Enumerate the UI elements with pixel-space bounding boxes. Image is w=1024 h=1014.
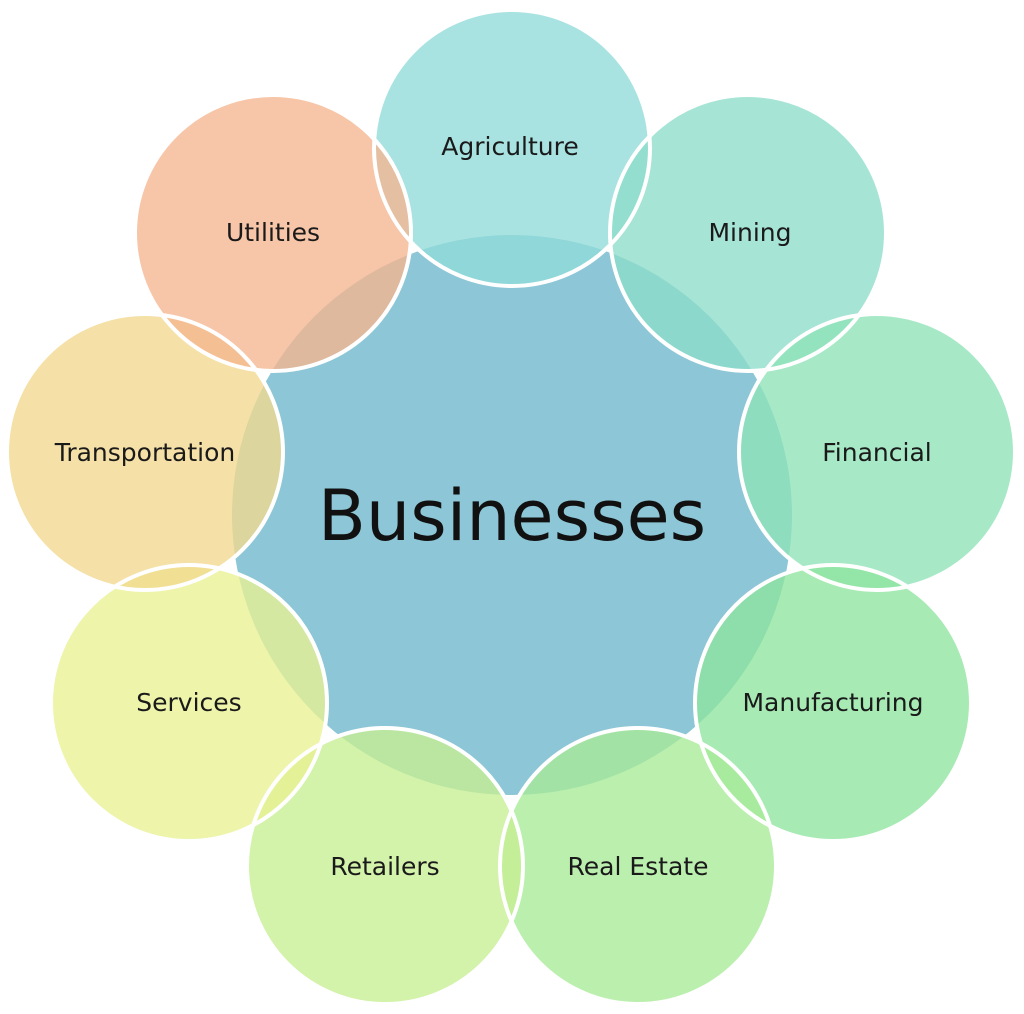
node-outline-retailers [245, 726, 525, 1006]
node-label-agriculture: Agriculture [441, 132, 579, 161]
node-label-real-estate: Real Estate [568, 852, 709, 881]
node-outline-financial [737, 312, 1017, 592]
node-label-utilities: Utilities [226, 218, 320, 247]
node-outline-utilities [133, 93, 413, 373]
node-label-retailers: Retailers [330, 852, 439, 881]
node-label-manufacturing: Manufacturing [742, 688, 923, 717]
node-label-mining: Mining [708, 218, 791, 247]
node-layer [7, 10, 1015, 1004]
node-label-financial: Financial [822, 438, 931, 467]
node-circle-utilities [135, 95, 411, 371]
node-circle-agriculture [374, 10, 650, 286]
node-outline-manufacturing [693, 563, 973, 843]
node-outline-agriculture [372, 8, 652, 288]
node-outline-services [49, 563, 329, 843]
node-label-transportation: Transportation [54, 438, 236, 467]
center-circle [232, 235, 792, 795]
node-circle-transportation [7, 314, 283, 590]
label-layer: AgricultureMiningFinancialManufacturingR… [54, 132, 932, 881]
center-label: Businesses [318, 475, 706, 557]
node-circle-retailers [247, 728, 523, 1004]
node-label-services: Services [136, 688, 241, 717]
node-circle-manufacturing [695, 565, 971, 841]
node-outline-real-estate [498, 726, 778, 1006]
node-circle-real-estate [500, 728, 776, 1004]
node-circle-mining [610, 95, 886, 371]
node-outline-transportation [5, 312, 285, 592]
node-circle-services [51, 565, 327, 841]
node-circle-financial [739, 314, 1015, 590]
outline-layer [5, 8, 1017, 1006]
node-outline-mining [608, 93, 888, 373]
